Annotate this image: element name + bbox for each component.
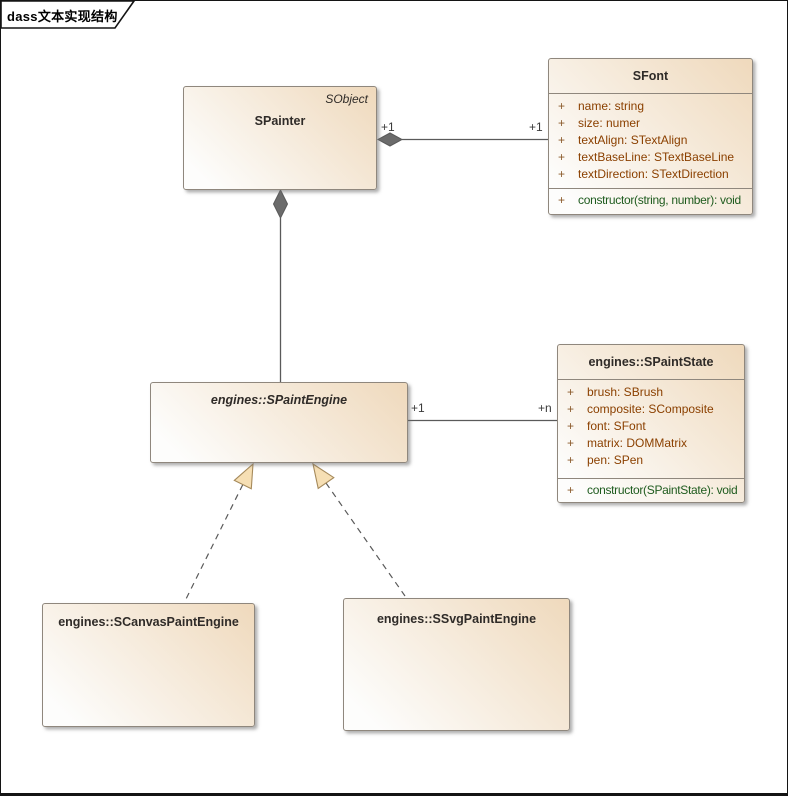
- attribute-text: name: string: [578, 99, 645, 113]
- composition-diamond-icon: [272, 188, 289, 220]
- attribute-row: + matrix: DOMMatrix: [558, 435, 744, 452]
- multiplicity-label: +1: [411, 401, 425, 415]
- visibility-symbol: +: [567, 453, 575, 467]
- attribute-row: + brush: SBrush: [558, 384, 744, 401]
- relation-scanvaspaintengine-realization[interactable]: [184, 462, 254, 602]
- visibility-symbol: +: [567, 385, 575, 399]
- visibility-symbol: +: [558, 167, 566, 181]
- attribute-text: size: numer: [578, 116, 641, 130]
- class-spaintengine[interactable]: engines::SPaintEngine: [150, 382, 408, 463]
- visibility-symbol: +: [558, 193, 566, 207]
- attribute-row: + textBaseLine: STextBaseLine: [549, 149, 752, 166]
- attribute-row: + name: string: [549, 98, 752, 115]
- class-spaintstate[interactable]: engines::SPaintState + brush: SBrush + c…: [557, 344, 745, 503]
- multiplicity-label: +1: [381, 120, 395, 134]
- operation-row: + constructor(SPaintState): void: [558, 482, 744, 499]
- visibility-symbol: +: [558, 150, 566, 164]
- operations-compartment: + constructor(string, number): void: [549, 188, 752, 214]
- attribute-text: textAlign: STextAlign: [578, 133, 688, 147]
- multiplicity-label: +n: [538, 401, 552, 415]
- class-sfont[interactable]: SFont + name: string + size: numer + tex…: [548, 58, 753, 215]
- attribute-row: + font: SFont: [558, 418, 744, 435]
- attribute-text: composite: SComposite: [587, 402, 714, 416]
- class-scanvaspaintengine[interactable]: engines::SCanvasPaintEngine: [42, 603, 255, 727]
- visibility-symbol: +: [567, 419, 575, 433]
- operation-text: constructor(string, number): void: [578, 193, 741, 207]
- operation-text: constructor(SPaintState): void: [587, 483, 738, 497]
- operations-compartment: + constructor(SPaintState): void: [558, 478, 744, 502]
- operation-row: + constructor(string, number): void: [549, 192, 752, 209]
- class-ssvgpaintengine[interactable]: engines::SSvgPaintEngine: [343, 598, 570, 731]
- attribute-text: brush: SBrush: [587, 385, 664, 399]
- class-name: engines::SCanvasPaintEngine: [58, 615, 239, 629]
- multiplicity-label: +1: [529, 120, 543, 134]
- attribute-text: pen: SPen: [587, 453, 644, 467]
- class-name: engines::SSvgPaintEngine: [376, 612, 537, 626]
- visibility-symbol: +: [567, 436, 575, 450]
- attribute-row: + size: numer: [549, 115, 752, 132]
- relation-ssvgpaintengine-realization[interactable]: [312, 462, 406, 597]
- relation-spainter-spaintengine-composition[interactable]: [272, 188, 289, 382]
- attribute-row: + pen: SPen: [558, 452, 744, 469]
- class-name: engines::SPaintEngine: [210, 393, 348, 407]
- visibility-symbol: +: [567, 402, 575, 416]
- attribute-text: matrix: DOMMatrix: [587, 436, 687, 450]
- visibility-symbol: +: [558, 116, 566, 130]
- visibility-symbol: +: [567, 483, 575, 497]
- diagram-tab-label: dass文本实现结构: [7, 9, 118, 24]
- visibility-symbol: +: [558, 99, 566, 113]
- composition-diamond-icon: [376, 132, 404, 147]
- attributes-compartment: + brush: SBrush + composite: SComposite …: [558, 379, 744, 478]
- attribute-row: + textAlign: STextAlign: [549, 132, 752, 149]
- stereotype-label: SObject: [325, 92, 368, 106]
- attribute-text: textBaseLine: STextBaseLine: [578, 150, 735, 164]
- class-name: SPainter: [254, 114, 306, 128]
- class-name: engines::SPaintState: [588, 355, 714, 369]
- attribute-row: + composite: SComposite: [558, 401, 744, 418]
- generalization-triangle-icon: [312, 462, 335, 490]
- generalization-triangle-icon: [233, 462, 254, 490]
- attribute-text: textDirection: STextDirection: [578, 167, 729, 181]
- visibility-symbol: +: [558, 133, 566, 147]
- relation-spainter-sfont-composition[interactable]: [376, 132, 548, 147]
- attributes-compartment: + name: string + size: numer + textAlign…: [549, 93, 752, 188]
- class-name: SFont: [632, 69, 669, 83]
- attribute-row: + textDirection: STextDirection: [549, 166, 752, 183]
- attribute-text: font: SFont: [587, 419, 646, 433]
- class-spainter[interactable]: SObject SPainter: [183, 86, 377, 190]
